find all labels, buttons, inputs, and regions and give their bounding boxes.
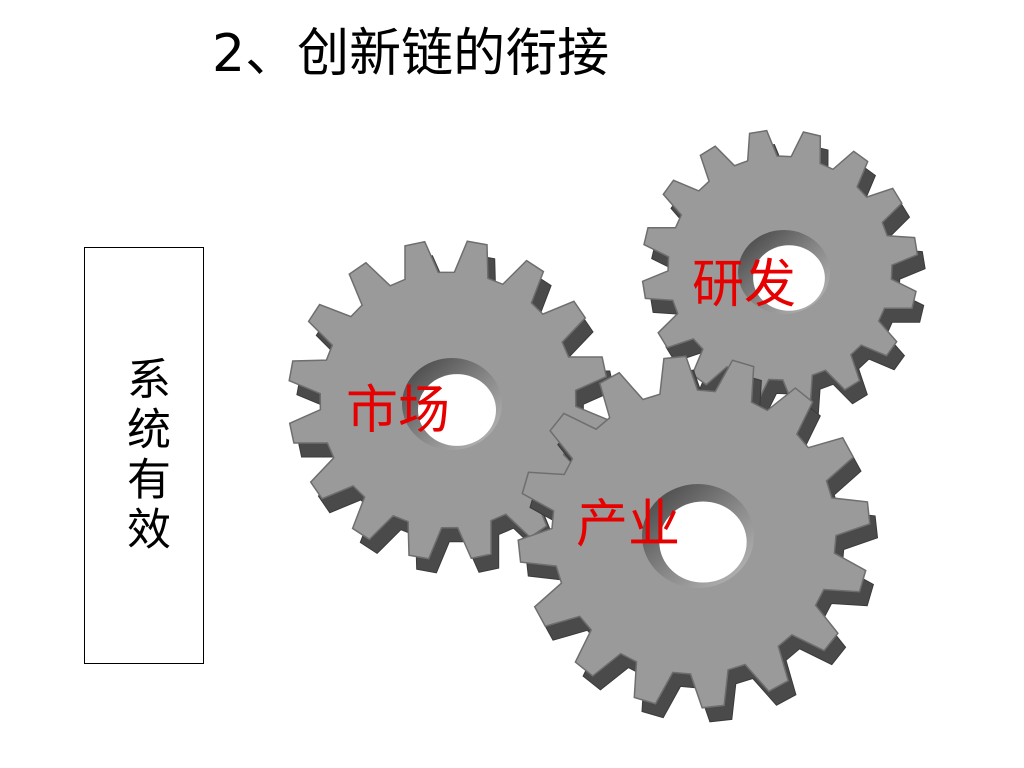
side-label-box: 系统有效	[84, 247, 204, 664]
gear-research	[641, 129, 926, 420]
slide-title: 2、创新链的衔接	[212, 24, 610, 84]
gear-label-research: 研发	[692, 255, 796, 315]
gear-label-market: 市场	[346, 381, 450, 441]
gear-industry	[517, 355, 879, 723]
side-label-text: 系统有效	[119, 355, 170, 556]
gear-label-industry: 产业	[576, 495, 680, 555]
